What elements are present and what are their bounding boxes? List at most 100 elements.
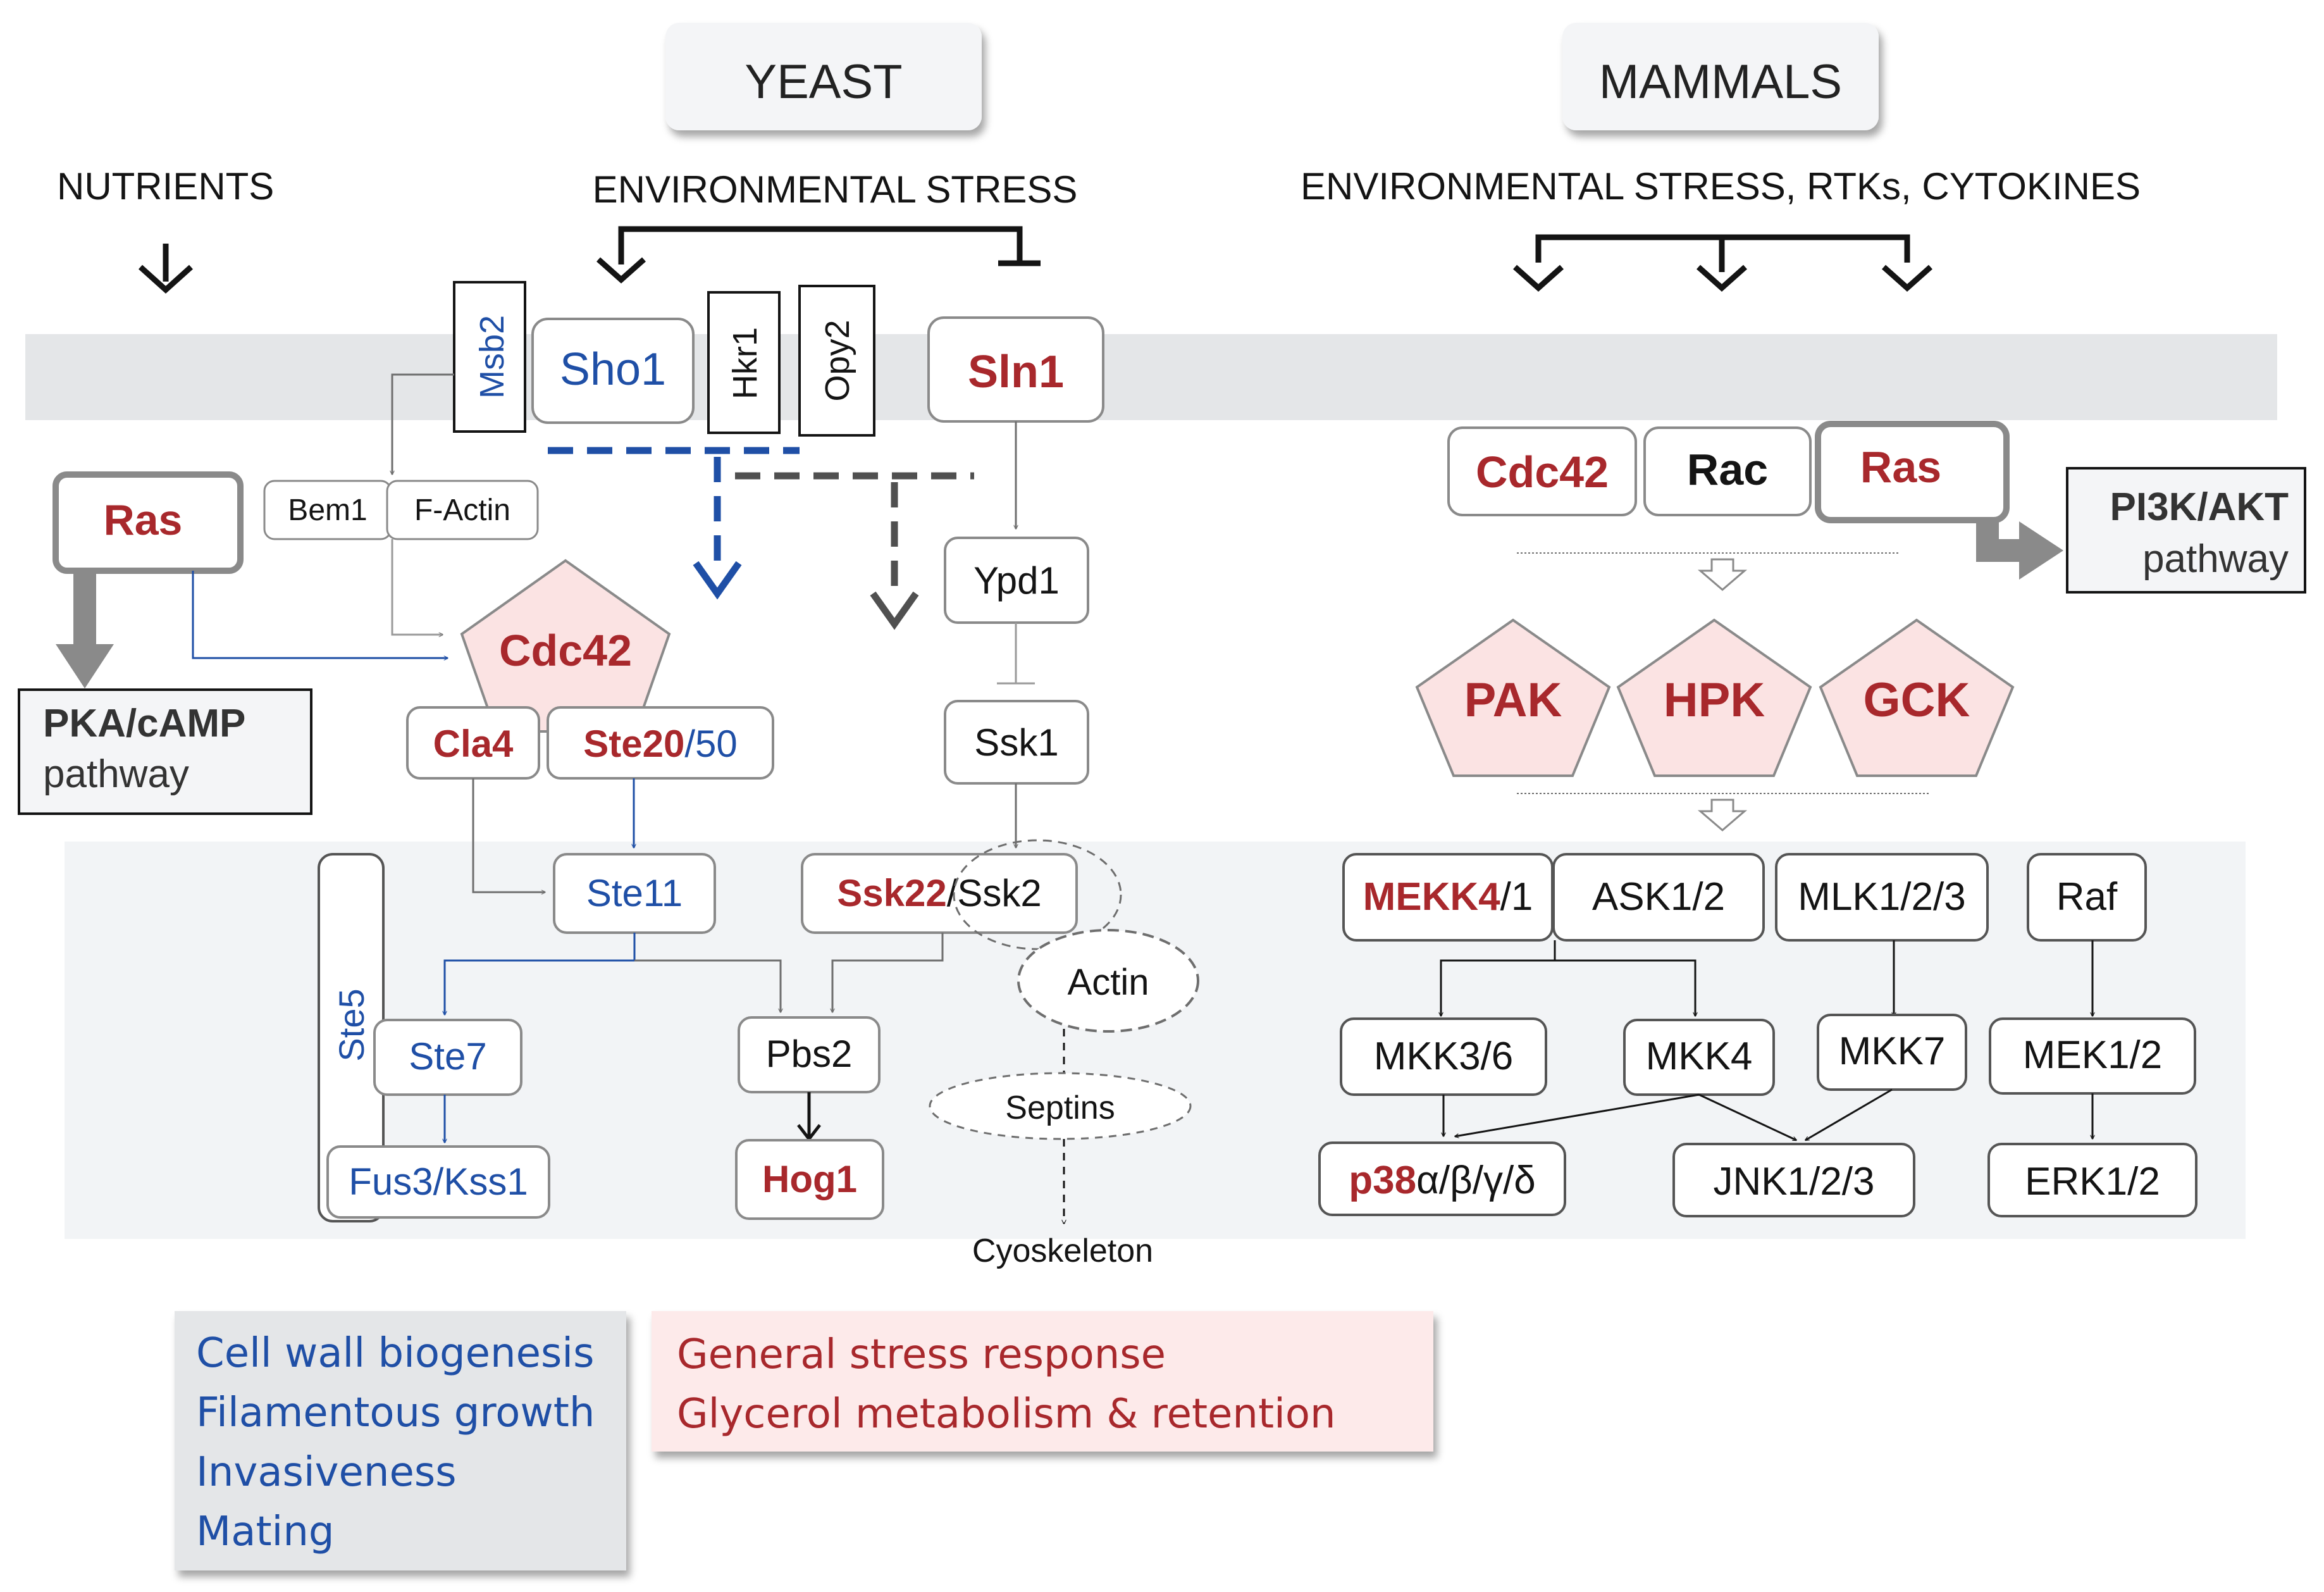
pbs2-label: Pbs2 — [766, 1033, 853, 1075]
mkk4-node: MKK4 — [1623, 1019, 1775, 1096]
ssk1-label: Ssk1 — [974, 721, 1058, 764]
rac-label: Rac — [1687, 445, 1768, 494]
mlk-node: MLK1/2/3 — [1775, 853, 1989, 942]
msb2-label: Msb2 — [473, 315, 511, 399]
ypd1-label: Ypd1 — [973, 559, 1060, 602]
mlk-label: MLK1/2/3 — [1798, 875, 1965, 919]
sln1-node: Sln1 — [927, 316, 1104, 423]
mkk7-label: MKK7 — [1839, 1029, 1946, 1073]
hog1-label: Hog1 — [762, 1158, 857, 1200]
mkk36-node: MKK3/6 — [1340, 1017, 1547, 1096]
ste20-node: Ste20/50 — [547, 706, 774, 780]
cla4-label: Cla4 — [433, 723, 514, 765]
outcome-filamentous: Filamentous growth — [196, 1390, 595, 1436]
red-outcome-box — [652, 1311, 1433, 1452]
map2k-branch — [1443, 1088, 2092, 1141]
cytoskeleton-label: Cyoskeleton — [972, 1233, 1153, 1269]
cla4-node: Cla4 — [406, 706, 540, 780]
ypd1-node: Ypd1 — [944, 537, 1089, 624]
mekk4-node: MEKK4/1 — [1342, 853, 1554, 942]
hkr1-node: Hkr1 — [707, 291, 781, 434]
msb2-to-bem1-arrow — [392, 373, 454, 475]
ask-node: ASK1/2 — [1552, 853, 1765, 942]
pka-camp-box: PKA/cAMP pathway — [18, 688, 312, 815]
yeast-cdc42-node: Cdc42 — [460, 559, 671, 733]
fus3-node: Fus3/Kss1 — [326, 1145, 550, 1219]
raf-label: Raf — [2056, 875, 2118, 919]
nutrients-arrow — [138, 244, 194, 294]
outcome-invasiveness: Invasiveness — [196, 1449, 457, 1496]
opy2-node: Opy2 — [798, 285, 875, 437]
ssk22-node: Ssk22/Ssk2 — [801, 853, 1078, 934]
blue-outcome-box — [175, 1311, 626, 1570]
pi3k-title: PI3K/AKT — [2110, 485, 2289, 529]
yeast-cdc42-label: Cdc42 — [499, 626, 632, 675]
fus3-label: Fus3/Kss1 — [349, 1160, 528, 1203]
outcome-cell-wall: Cell wall biogenesis — [196, 1330, 594, 1377]
sln1-label: Sln1 — [968, 347, 1064, 397]
yeast-header — [665, 23, 982, 130]
ste7-node: Ste7 — [373, 1019, 522, 1096]
ste5-scaffold: Ste5 — [318, 853, 385, 1222]
sho-dashed-signal — [548, 447, 800, 600]
actin-label: Actin — [1068, 962, 1149, 1003]
mammal-cdc42-node: Cdc42 — [1447, 426, 1637, 516]
mek-node: MEK1/2 — [1989, 1017, 2196, 1095]
opy-dashed-signal — [735, 472, 974, 630]
septins-node: Septins — [929, 1072, 1192, 1140]
sho1-node: Sho1 — [531, 318, 695, 424]
hollow-arrow-1 — [1697, 558, 1748, 591]
mammal-stimuli-bracket — [1513, 234, 1932, 292]
pka-sub: pathway — [43, 752, 189, 796]
mek-label: MEK1/2 — [2023, 1033, 2163, 1077]
yeast-header-label: YEAST — [745, 55, 902, 109]
gck-node: GCK — [1819, 618, 2015, 777]
ssk2-dashed-oval — [953, 839, 1122, 950]
mkk7-node: MKK7 — [1817, 1014, 1967, 1091]
pak-node: PAK — [1415, 618, 1611, 777]
pi3k-sub: pathway — [2142, 537, 2289, 581]
mammal-ras-label: Ras — [1860, 442, 1941, 492]
environmental-stress-label: ENVIRONMENTAL STRESS — [593, 168, 1078, 211]
mammals-header — [1562, 23, 1879, 130]
bem1-label: Bem1 — [288, 494, 367, 527]
p38-node: p38α/β/γ/δ — [1318, 1141, 1566, 1216]
yeast-ras-label: Ras — [104, 496, 183, 544]
hkr1-label: Hkr1 — [726, 327, 764, 399]
cla4-to-ste11-arrow — [472, 778, 545, 892]
hog1-node: Hog1 — [735, 1139, 884, 1220]
p38-name: p38 — [1349, 1159, 1416, 1202]
mkk4-label: MKK4 — [1646, 1035, 1753, 1078]
mammals-header-label: MAMMALS — [1599, 55, 1842, 109]
bem1-to-cdc42-arrow — [391, 539, 443, 635]
raf-node: Raf — [2027, 853, 2147, 942]
pka-title: PKA/cAMP — [43, 702, 245, 745]
pbs2-node: Pbs2 — [738, 1016, 881, 1093]
hpk-label: HPK — [1664, 673, 1765, 727]
ste20-name: Ste20 — [583, 723, 684, 765]
jnk-node: JNK1/2/3 — [1672, 1143, 1915, 1217]
mammal-ras-node: Ras — [1815, 421, 2010, 523]
mekk4-name: MEKK4 — [1363, 875, 1501, 919]
ask-label: ASK1/2 — [1592, 875, 1725, 919]
jnk-label: JNK1/2/3 — [1713, 1160, 1874, 1203]
ste20-suffix: /50 — [684, 723, 737, 765]
yeast-ras-node: Ras — [53, 471, 244, 574]
hollow-arrow-2 — [1697, 799, 1748, 831]
mekk4-label: MEKK4/1 — [1363, 875, 1533, 919]
ste11-node: Ste11 — [553, 853, 716, 934]
ssk1-node: Ssk1 — [944, 700, 1089, 785]
ssk22-name: Ssk22 — [837, 872, 947, 914]
outcome-glycerol: Glycerol metabolism & retention — [677, 1391, 1336, 1438]
erk-label: ERK1/2 — [2025, 1160, 2160, 1203]
ste11-label: Ste11 — [586, 872, 683, 914]
mkk36-label: MKK3/6 — [1374, 1035, 1514, 1078]
ste5-label: Ste5 — [331, 988, 371, 1061]
mammal-cdc42-label: Cdc42 — [1476, 447, 1609, 497]
nutrients-label: NUTRIENTS — [57, 165, 274, 208]
ste7-label: Ste7 — [409, 1035, 486, 1078]
env-stress-bracket — [596, 226, 1041, 284]
p38-label: p38α/β/γ/δ — [1349, 1159, 1536, 1202]
red-outcome-list: General stress response Glycerol metabol… — [677, 1331, 1336, 1438]
